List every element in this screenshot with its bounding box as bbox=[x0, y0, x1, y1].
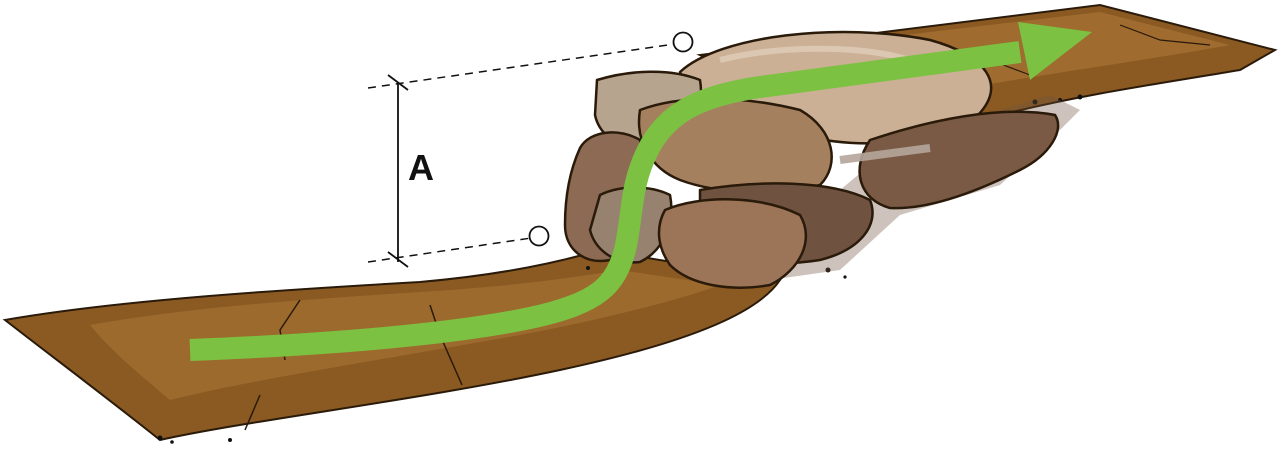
dimension-line-bottom bbox=[368, 237, 538, 262]
dimension-label: A bbox=[408, 150, 434, 186]
dimension-point-top bbox=[674, 33, 693, 52]
dimension-point-bottom bbox=[530, 227, 549, 246]
rock-front bbox=[659, 199, 806, 287]
